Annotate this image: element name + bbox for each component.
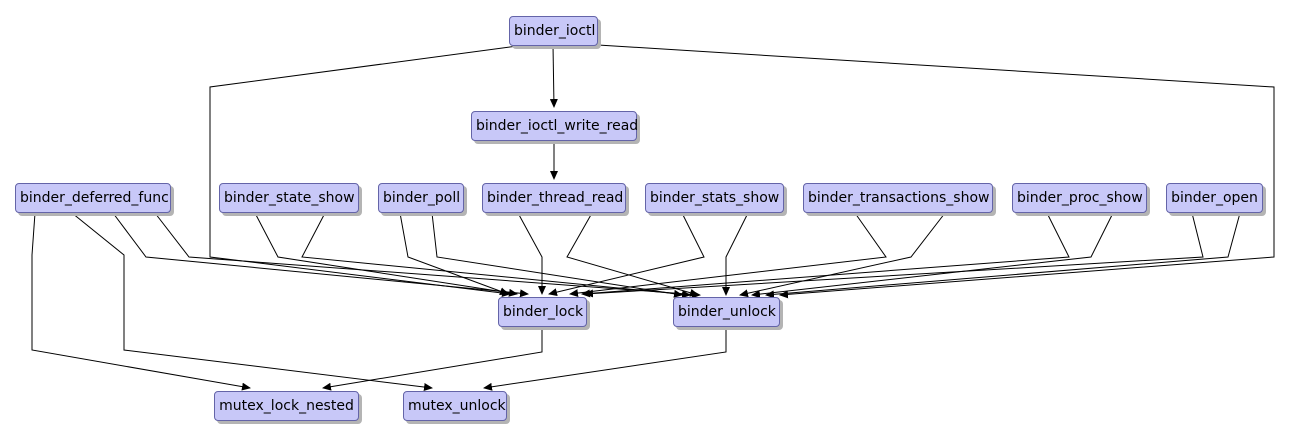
node-binder-unlock[interactable]: binder_unlock [673,297,780,327]
edge-binder-deferred-func-to-mutex-lock-nested [31,212,251,391]
edge-binder-deferred-func-to-mutex-unlock [71,212,433,391]
node-binder-transactions-show[interactable]: binder_transactions_show [803,183,993,213]
node-mutex-lock-nested[interactable]: mutex_lock_nested [214,391,359,421]
node-binder-ioctl[interactable]: binder_ioctl [509,16,598,46]
edge-binder-unlock-to-mutex-unlock [483,327,727,391]
edge-binder-state-show-to-binder-unlock [301,212,691,299]
edge-binder-deferred-func-to-binder-unlock [154,212,701,299]
edge-binder-poll-to-binder-lock [399,212,509,295]
node-mutex-unlock[interactable]: mutex_unlock [403,391,507,421]
edge-binder-transactions-show-to-binder-unlock [739,212,946,298]
edge-binder-proc-show-to-binder-lock [581,212,1070,298]
node-binder-open[interactable]: binder_open [1166,183,1263,213]
edge-binder-thread-read-to-binder-lock [517,212,546,295]
edge-binder-proc-show-to-binder-unlock [751,212,1114,299]
edge-binder-open-to-binder-lock [584,212,1204,298]
node-binder-stats-show[interactable]: binder_stats_show [645,183,784,213]
edge-binder-transactions-show-to-binder-lock [569,212,887,298]
node-binder-poll[interactable]: binder_poll [378,183,464,213]
node-binder-deferred-func[interactable]: binder_deferred_func [15,183,171,213]
edge-binder-thread-read-to-binder-unlock [566,212,699,297]
edge-binder-open-to-binder-unlock [765,212,1241,299]
node-binder-ioctl-write-read[interactable]: binder_ioctl_write_read [471,111,638,141]
edge-binder-deferred-func-to-binder-lock [112,212,529,298]
node-binder-thread-read[interactable]: binder_thread_read [482,183,626,213]
edge-binder-ioctl-to-binder-ioctl-write-read [549,44,558,108]
edge-binder-ioctl-to-binder-unlock [597,44,1275,299]
node-binder-proc-show[interactable]: binder_proc_show [1012,183,1147,213]
edge-binder-ioctl-to-binder-lock [209,44,526,297]
edge-binder-poll-to-binder-unlock [431,212,683,298]
node-binder-state-show[interactable]: binder_state_show [219,183,359,213]
edge-binder-state-show-to-binder-lock [254,212,518,297]
edge-binder-stats-show-to-binder-lock [548,212,705,297]
node-binder-lock[interactable]: binder_lock [498,297,587,327]
edge-binder-lock-to-mutex-lock-nested [322,327,543,391]
edge-binder-stats-show-to-binder-unlock [722,212,749,296]
